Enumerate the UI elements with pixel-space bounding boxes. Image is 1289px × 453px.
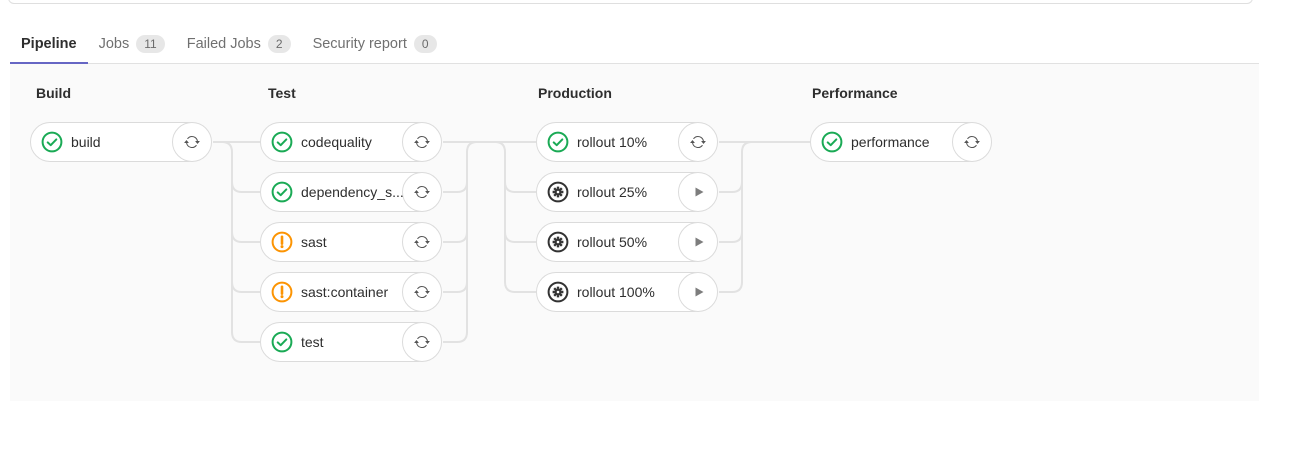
badge-count: 2 <box>267 34 291 53</box>
play-job-button[interactable] <box>678 222 718 262</box>
job-pill[interactable]: test <box>260 322 442 362</box>
retry-job-button[interactable] <box>952 122 992 162</box>
job-pill[interactable]: performance <box>810 122 992 162</box>
job-name: build <box>71 134 101 150</box>
play-job-button[interactable] <box>678 272 718 312</box>
retry-job-button[interactable] <box>402 322 442 362</box>
job-name: test <box>301 334 324 350</box>
status-manual-icon <box>547 181 569 203</box>
badge-count: 11 <box>136 34 165 53</box>
job-name: sast:container <box>301 284 389 300</box>
retry-job-button[interactable] <box>172 122 212 162</box>
tab-jobs[interactable]: Jobs 11 <box>88 27 176 63</box>
pipeline-tabbar: Pipeline Jobs 11 Failed Jobs 2 Security … <box>10 27 1259 65</box>
job-name: dependency_s... <box>301 184 404 200</box>
stage-title-test: Test <box>268 85 296 101</box>
job-pill[interactable]: sast <box>260 222 442 262</box>
job-pill[interactable]: sast:container <box>260 272 442 312</box>
job-name: rollout 50% <box>577 234 648 250</box>
tab-failed-jobs[interactable]: Failed Jobs 2 <box>176 27 302 63</box>
pipeline-graph: Build Test Production Performance build … <box>10 64 1259 401</box>
job-name: sast <box>301 234 327 250</box>
stage-title-build: Build <box>36 85 71 101</box>
status-success-icon <box>41 131 63 153</box>
tab-security-report[interactable]: Security report 0 <box>302 27 448 63</box>
job-pill[interactable]: rollout 50% <box>536 222 718 262</box>
retry-job-button[interactable] <box>402 172 442 212</box>
card-bottom-edge <box>8 0 1253 4</box>
job-pill[interactable]: dependency_s... <box>260 172 442 212</box>
job-pill[interactable]: rollout 10% <box>536 122 718 162</box>
status-manual-icon <box>547 281 569 303</box>
tab-label: Jobs <box>98 35 130 52</box>
status-manual-icon <box>547 231 569 253</box>
job-name: rollout 25% <box>577 184 648 200</box>
job-pill[interactable]: build <box>30 122 212 162</box>
retry-job-button[interactable] <box>402 272 442 312</box>
play-job-button[interactable] <box>678 172 718 212</box>
retry-job-button[interactable] <box>678 122 718 162</box>
tab-label: Pipeline <box>21 35 77 52</box>
tab-label: Failed Jobs <box>186 35 261 52</box>
job-name: performance <box>851 134 930 150</box>
status-success-icon <box>271 331 293 353</box>
status-success-icon <box>547 131 569 153</box>
stage-title-performance: Performance <box>812 85 898 101</box>
badge-count: 0 <box>413 34 437 53</box>
tab-label: Security report <box>312 35 407 52</box>
stage-title-production: Production <box>538 85 612 101</box>
retry-job-button[interactable] <box>402 222 442 262</box>
job-pill[interactable]: rollout 25% <box>536 172 718 212</box>
job-pill[interactable]: codequality <box>260 122 442 162</box>
status-warning-icon <box>271 281 293 303</box>
job-name: codequality <box>301 134 372 150</box>
status-success-icon <box>271 181 293 203</box>
job-pill[interactable]: rollout 100% <box>536 272 718 312</box>
job-name: rollout 10% <box>577 134 648 150</box>
retry-job-button[interactable] <box>402 122 442 162</box>
tab-pipeline[interactable]: Pipeline <box>10 27 88 65</box>
job-name: rollout 100% <box>577 284 655 300</box>
status-success-icon <box>271 131 293 153</box>
status-warning-icon <box>271 231 293 253</box>
status-success-icon <box>821 131 843 153</box>
